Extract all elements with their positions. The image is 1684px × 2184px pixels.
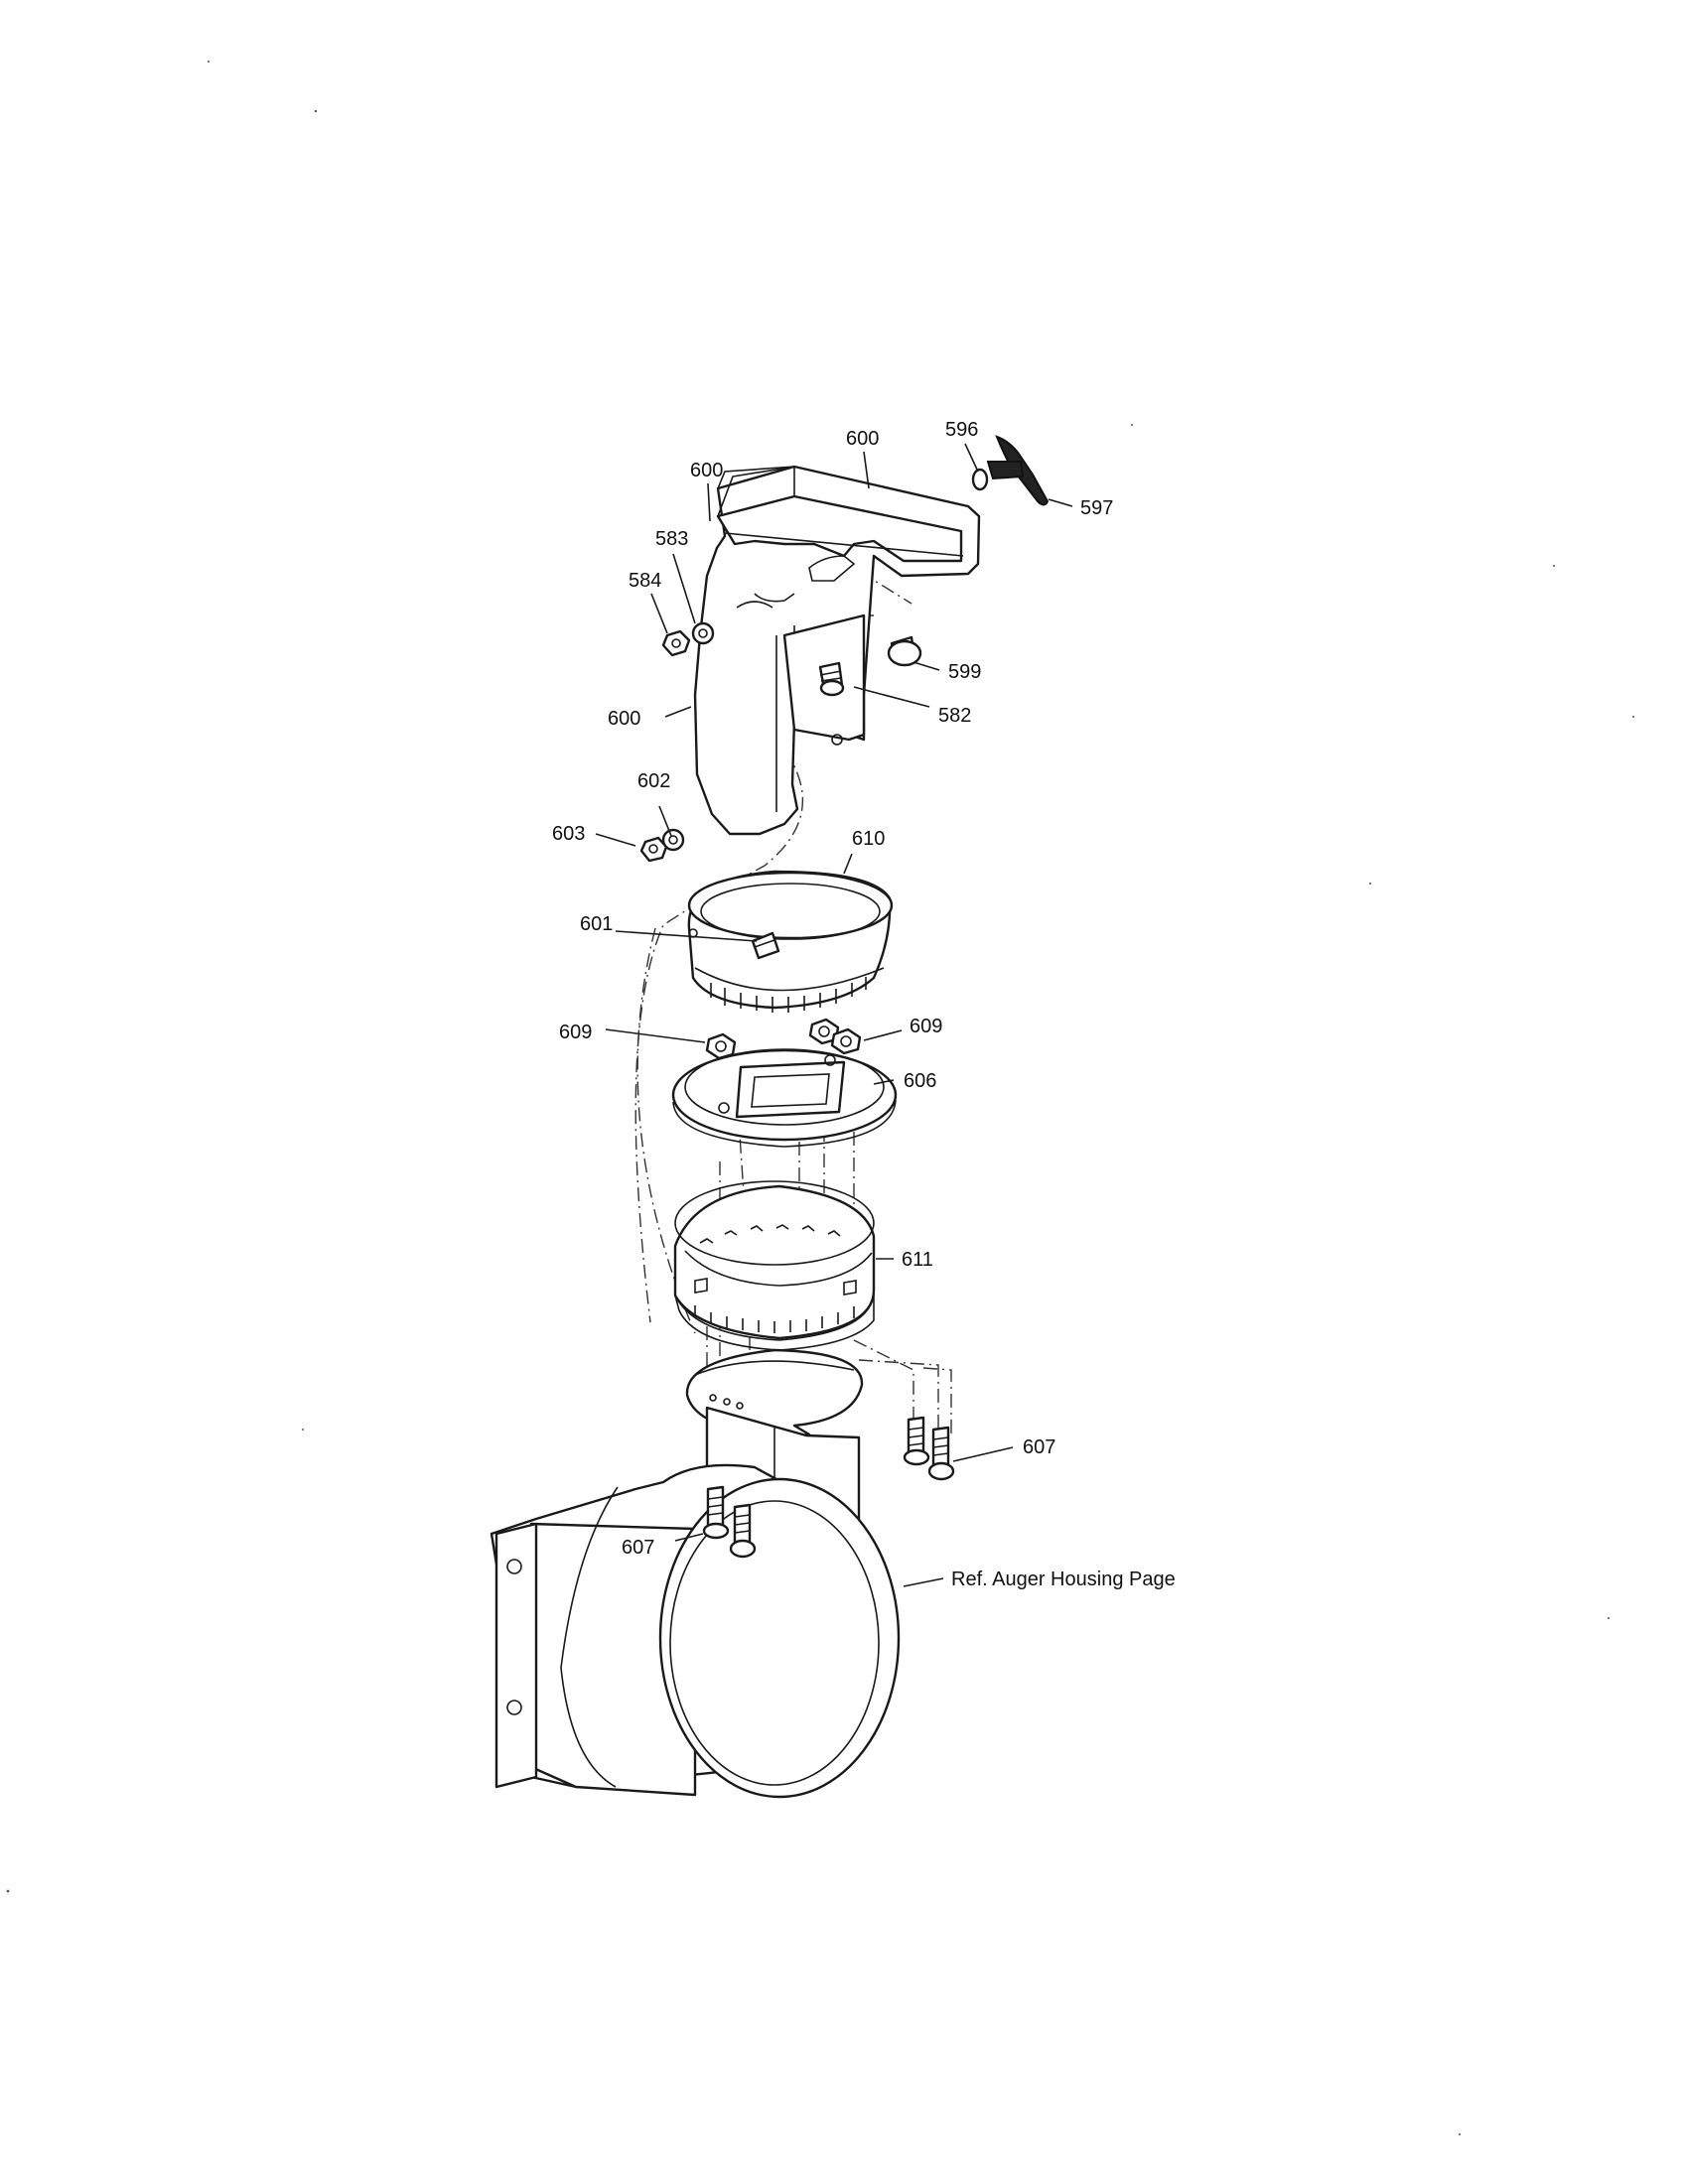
label-600-left: 600 <box>690 460 723 481</box>
mount-bolts-left <box>702 1485 757 1559</box>
label-582: 582 <box>938 705 971 727</box>
label-607-left: 607 <box>622 1537 654 1559</box>
label-599: 599 <box>948 661 981 683</box>
scan-specks <box>6 61 1634 2135</box>
mount-bolts-right <box>903 1416 955 1481</box>
label-609-left: 609 <box>559 1022 592 1043</box>
label-584: 584 <box>629 570 661 592</box>
part-labels: 596 600 600 597 583 584 599 582 600 602 … <box>552 419 1176 1590</box>
label-602: 602 <box>637 770 670 792</box>
chute-nuts <box>661 621 715 657</box>
upper-ring <box>687 870 894 1013</box>
auger-housing-ring <box>490 1463 901 1799</box>
label-607-right: 607 <box>1023 1436 1055 1458</box>
label-603: 603 <box>552 823 585 845</box>
label-611: 611 <box>902 1249 933 1271</box>
label-597: 597 <box>1080 497 1113 519</box>
label-606: 606 <box>904 1070 936 1092</box>
tension-knob <box>971 435 1050 506</box>
label-600-top: 600 <box>846 428 879 450</box>
label-596: 596 <box>945 419 978 441</box>
chute-lower-nuts <box>639 828 685 863</box>
leader-lines <box>595 443 1073 1587</box>
label-583: 583 <box>655 528 688 550</box>
label-610: 610 <box>852 828 885 850</box>
flange-ring <box>671 1048 898 1148</box>
chute-bolts <box>818 635 922 697</box>
label-601: 601 <box>580 913 613 935</box>
label-600-side: 600 <box>608 708 640 730</box>
chute-collar <box>673 1180 876 1351</box>
label-ref-auger-housing: Ref. Auger Housing Page <box>951 1569 1176 1590</box>
label-609-right: 609 <box>910 1016 942 1037</box>
